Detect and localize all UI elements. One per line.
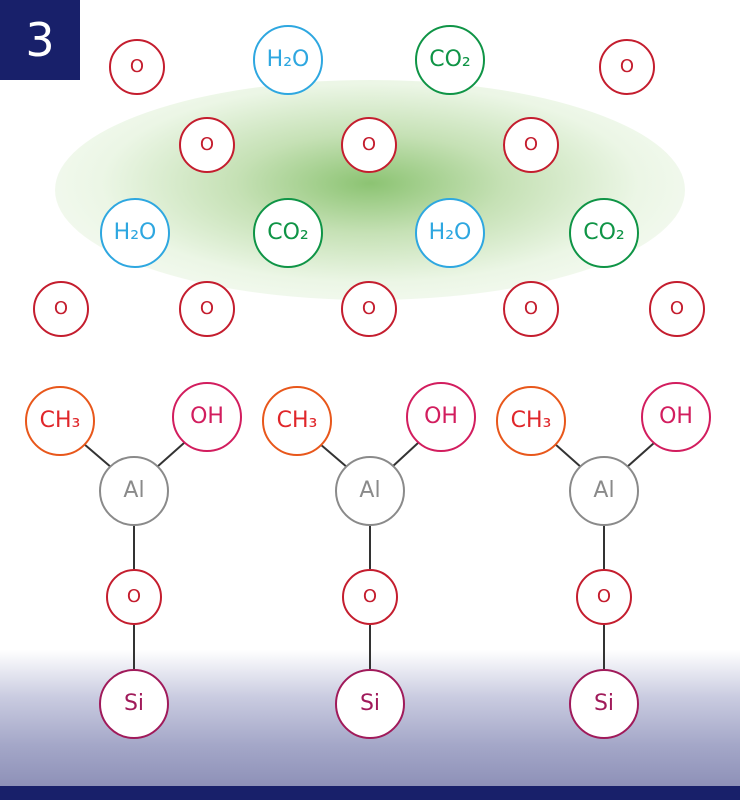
oxygen-radical: O [109,39,165,95]
step-number-badge: 3 [0,0,80,80]
bridging-oxygen: O [576,569,632,625]
step-number: 3 [25,13,55,67]
bond-ch3-al-1 [83,443,113,469]
bond-oh-al-1 [156,442,185,468]
bond-ch3-al-2 [319,443,349,469]
aluminum-atom: Al [335,456,405,526]
methyl-group: CH₃ [25,386,95,456]
bond-oh-al-3 [626,442,655,468]
bond-ch3-al-3 [554,443,583,469]
methyl-group: CH₃ [496,386,566,456]
oxygen-radical: O [649,281,705,337]
co2-molecule: CO₂ [253,198,323,268]
oxygen-radical: O [341,117,397,173]
silicon-atom: Si [569,669,639,739]
bridging-oxygen: O [342,569,398,625]
oxygen-radical: O [341,281,397,337]
substrate-base-bar [0,786,740,800]
bridging-oxygen: O [106,569,162,625]
oxygen-radical: O [503,117,559,173]
oxygen-radical: O [179,117,235,173]
methyl-group: CH₃ [262,386,332,456]
aluminum-atom: Al [569,456,639,526]
bond-oh-al-2 [391,442,419,468]
hydroxyl-group: OH [641,382,711,452]
co2-molecule: CO₂ [569,198,639,268]
water-molecule: H₂O [100,198,170,268]
water-molecule: H₂O [253,25,323,95]
aluminum-atom: Al [99,456,169,526]
silicon-atom: Si [335,669,405,739]
oxygen-radical: O [503,281,559,337]
hydroxyl-group: OH [172,382,242,452]
oxygen-radical: O [179,281,235,337]
plasma-glow [55,80,685,300]
water-molecule: H₂O [415,198,485,268]
oxygen-radical: O [599,39,655,95]
hydroxyl-group: OH [406,382,476,452]
co2-molecule: CO₂ [415,25,485,95]
oxygen-radical: O [33,281,89,337]
silicon-atom: Si [99,669,169,739]
